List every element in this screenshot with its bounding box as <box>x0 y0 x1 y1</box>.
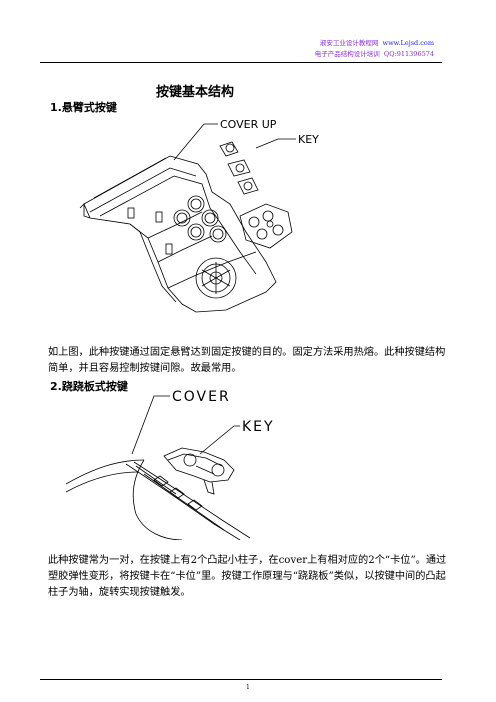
key-label-2: KEY <box>242 419 275 435</box>
header-rule <box>40 62 442 63</box>
header-line-1: 淑安工业设计教程网 www.Lejsd.com <box>320 37 434 47</box>
cantilever-key-figure: COVER UP KEY <box>79 118 319 313</box>
key-label: KEY <box>298 133 319 146</box>
section-1-paragraph: 如上图，此种按键通过固定悬臂达到固定按键的目的。固定方法采用热熔。此种按键结构简… <box>48 347 446 374</box>
page-title: 按键基本结构 <box>156 85 235 100</box>
header-site-url[interactable]: www.Lejsd.com <box>382 39 434 47</box>
section-1-heading: 1.悬臂式按键 <box>50 101 117 114</box>
section-2-heading: 2.跷跷板式按键 <box>50 380 128 393</box>
seesaw-key-figure: COVER KEY <box>65 389 275 540</box>
cover-label: COVER <box>172 389 231 405</box>
header-qq: QQ:911396574 <box>383 50 434 58</box>
header-site-name: 淑安工业设计教程网 <box>319 39 379 47</box>
cover-up-label: COVER UP <box>220 118 277 131</box>
header-course-name: 电子产品结构设计培训 <box>314 50 380 58</box>
footer-rule <box>40 679 442 680</box>
header-line-2: 电子产品结构设计培训 QQ:911396574 <box>315 48 434 58</box>
section-2-paragraph: 此种按键常为一对，在按键上有2个凸起小柱子，在cover上有相对应的2个“卡位”… <box>48 555 447 598</box>
page-number: 1 <box>246 684 250 691</box>
